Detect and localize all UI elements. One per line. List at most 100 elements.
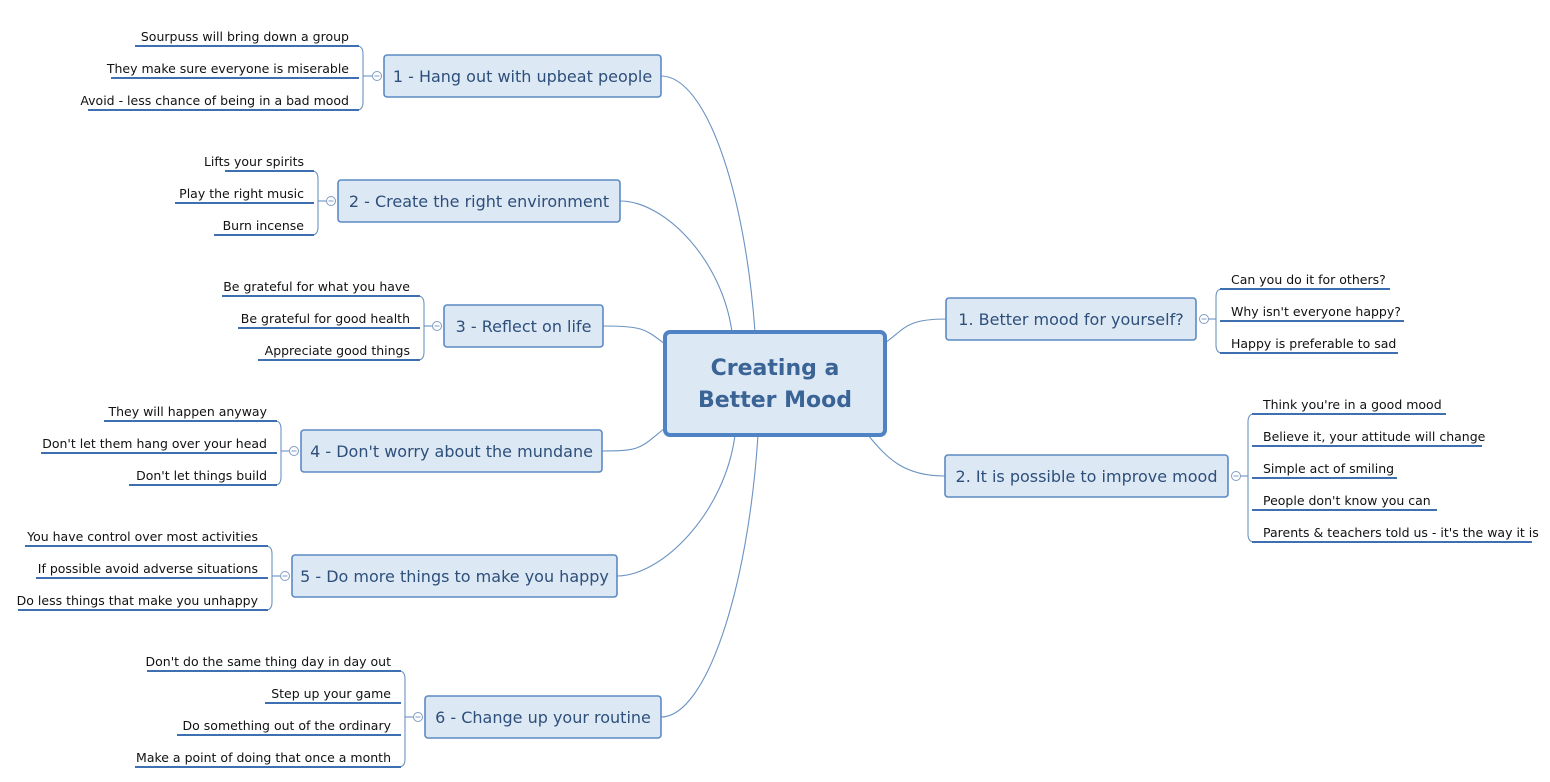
subtopic-label: Believe it, your attitude will change <box>1263 429 1486 444</box>
subtopic-label: Sourpuss will bring down a group <box>141 29 349 44</box>
subtopic-label: Don't let things build <box>136 468 267 483</box>
collapse-minus-icon[interactable] <box>372 71 382 81</box>
branch-topic-8[interactable]: 2. It is possible to improve mood <box>944 454 1229 498</box>
branch-connector <box>616 434 736 577</box>
subtopic-label: Simple act of smiling <box>1263 461 1394 476</box>
subtopic-label: Make a point of doing that once a month <box>136 750 391 765</box>
children-bracket <box>356 45 364 111</box>
children-bracket <box>1247 413 1255 543</box>
subtopic-label: You have control over most activities <box>26 529 258 544</box>
branch-connector <box>601 427 666 452</box>
subtopic[interactable]: Don't let things build <box>129 468 277 486</box>
subtopic[interactable]: They will happen anyway <box>104 404 277 422</box>
subtopic-label: Avoid - less chance of being in a bad mo… <box>80 93 349 108</box>
subtopic[interactable]: Can you do it for others? <box>1220 272 1390 290</box>
subtopic[interactable]: Do something out of the ordinary <box>177 718 401 736</box>
subtopic[interactable]: Parents & teachers told us - it's the wa… <box>1252 525 1539 543</box>
subtopic[interactable]: Play the right music <box>175 186 314 204</box>
branch-topic-2[interactable]: 2 - Create the right environment <box>337 179 621 223</box>
subtopic[interactable]: Don't do the same thing day in day out <box>146 654 401 672</box>
subtopic-label: Be grateful for good health <box>241 311 410 326</box>
branch-topic-label: 5 - Do more things to make you happy <box>300 567 609 586</box>
subtopic[interactable]: Think you're in a good mood <box>1252 397 1446 415</box>
branch-topic-7[interactable]: 1. Better mood for yourself? <box>945 297 1197 341</box>
subtopic[interactable]: Be grateful for good health <box>238 311 420 329</box>
collapse-minus-icon[interactable] <box>1231 471 1241 481</box>
branch-topic-1[interactable]: 1 - Hang out with upbeat people <box>383 54 662 98</box>
branch-topic-label: 1 - Hang out with upbeat people <box>393 67 652 86</box>
branch-topic-6[interactable]: 6 - Change up your routine <box>424 695 662 739</box>
subtopic[interactable]: Sourpuss will bring down a group <box>135 29 359 47</box>
branch-connector <box>660 75 756 333</box>
central-topic-line: Creating a <box>711 356 840 381</box>
subtopic-label: Why isn't everyone happy? <box>1231 304 1401 319</box>
subtopic[interactable]: People don't know you can <box>1252 493 1437 511</box>
subtopic-label: Don't let them hang over your head <box>42 436 267 451</box>
subtopic[interactable]: Be grateful for what you have <box>222 279 420 297</box>
branch-topic-label: 2. It is possible to improve mood <box>956 467 1218 486</box>
subtopic[interactable]: Happy is preferable to sad <box>1220 336 1398 354</box>
branch-topic-box <box>424 695 662 739</box>
branch-topic-box <box>291 554 618 598</box>
subtopic[interactable]: Make a point of doing that once a month <box>135 750 401 768</box>
collapse-minus-icon[interactable] <box>432 321 442 331</box>
branch-topic-3[interactable]: 3 - Reflect on life <box>443 304 604 348</box>
branch-topic-box <box>337 179 621 223</box>
subtopic[interactable]: Simple act of smiling <box>1252 461 1397 479</box>
subtopic-label: They will happen anyway <box>107 404 267 419</box>
subtopic[interactable]: Believe it, your attitude will change <box>1252 429 1486 447</box>
collapse-minus-icon[interactable] <box>1199 314 1209 324</box>
collapse-minus-icon[interactable] <box>280 571 290 581</box>
branch-topic-box <box>944 454 1229 498</box>
collapse-minus-icon[interactable] <box>326 196 336 206</box>
subtopic[interactable]: Don't let them hang over your head <box>41 436 277 454</box>
subtopic-label: Do something out of the ordinary <box>183 718 392 733</box>
subtopic-label: If possible avoid adverse situations <box>38 561 258 576</box>
subtopic-label: Can you do it for others? <box>1231 272 1386 287</box>
collapse-minus-icon[interactable] <box>413 712 423 722</box>
subtopic[interactable]: They make sure everyone is miserable <box>106 61 359 79</box>
branch-topic-box <box>383 54 662 98</box>
central-topic[interactable]: Creating a Better Mood <box>663 330 887 437</box>
subtopic-label: Appreciate good things <box>265 343 410 358</box>
subtopic-label: Don't do the same thing day in day out <box>146 654 392 669</box>
children-bracket <box>1215 288 1223 354</box>
subtopic[interactable]: Lifts your spirits <box>204 154 314 172</box>
branch-connector <box>867 434 946 477</box>
branch-connector <box>884 318 947 344</box>
central-topic-box <box>663 330 887 437</box>
branch-connector <box>619 200 733 333</box>
subtopic[interactable]: Burn incense <box>214 218 314 236</box>
subtopic-label: Lifts your spirits <box>204 154 304 169</box>
branch-topic-box <box>300 429 603 473</box>
subtopic-label: Be grateful for what you have <box>223 279 410 294</box>
branch-topic-label: 1. Better mood for yourself? <box>958 310 1183 329</box>
subtopic-label: People don't know you can <box>1263 493 1431 508</box>
branch-topic-5[interactable]: 5 - Do more things to make you happy <box>291 554 618 598</box>
subtopic[interactable]: Why isn't everyone happy? <box>1220 304 1404 322</box>
branch-topic-label: 4 - Don't worry about the mundane <box>310 442 593 461</box>
subtopic[interactable]: If possible avoid adverse situations <box>36 561 268 579</box>
subtopic-label: Burn incense <box>223 218 305 233</box>
children-bracket <box>311 170 319 236</box>
subtopic-label: Think you're in a good mood <box>1262 397 1442 412</box>
subtopic[interactable]: Do less things that make you unhappy <box>17 593 268 611</box>
subtopic-label: They make sure everyone is miserable <box>106 61 349 76</box>
connectors <box>601 75 947 718</box>
subtopic-label: Happy is preferable to sad <box>1231 336 1396 351</box>
branch-connector <box>660 434 759 718</box>
collapse-minus-icon[interactable] <box>289 446 299 456</box>
subtopic[interactable]: Step up your game <box>265 686 401 704</box>
central-topic-line: Better Mood <box>698 388 852 413</box>
branch-topic-4[interactable]: 4 - Don't worry about the mundane <box>300 429 603 473</box>
subtopic[interactable]: Appreciate good things <box>258 343 420 361</box>
subtopic-label: Parents & teachers told us - it's the wa… <box>1263 525 1539 540</box>
branch-topic-label: 2 - Create the right environment <box>349 192 609 211</box>
children-bracket <box>417 295 425 361</box>
subtopic[interactable]: You have control over most activities <box>25 529 268 547</box>
children-bracket <box>265 545 273 611</box>
branch-topic-box <box>945 297 1197 341</box>
children-bracket <box>398 670 406 768</box>
subtopic[interactable]: Avoid - less chance of being in a bad mo… <box>80 93 359 111</box>
